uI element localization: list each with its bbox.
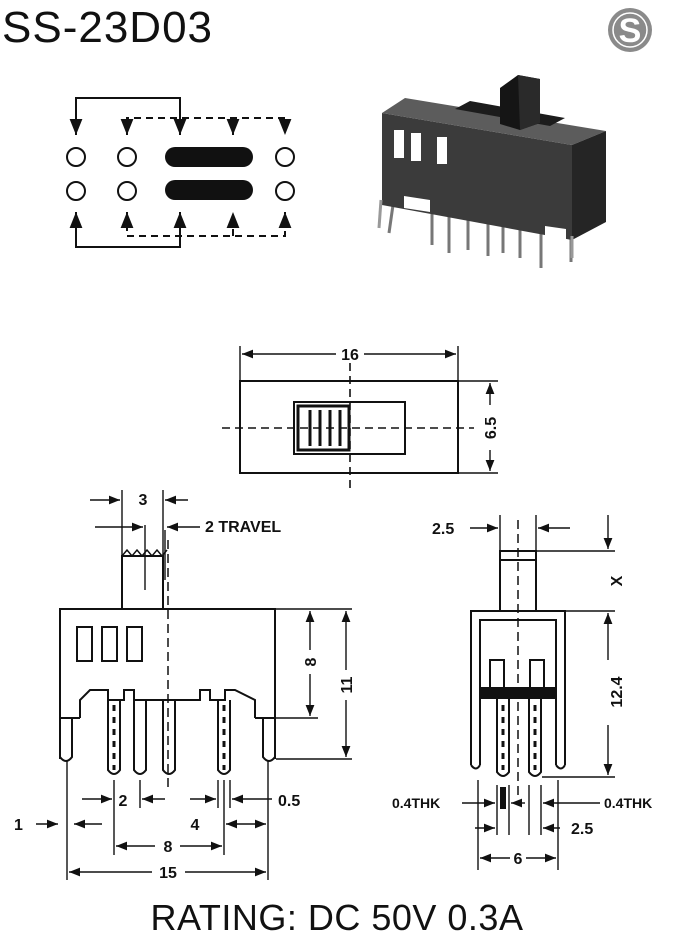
brand-logo: S xyxy=(608,8,652,52)
side-view-dimensions xyxy=(462,515,615,870)
rating-label: RATING: DC 50V 0.3A xyxy=(151,897,524,938)
front-view xyxy=(59,530,276,790)
model-title: SS-23D03 xyxy=(2,3,213,52)
pitch-outer-label: 4 xyxy=(191,817,200,834)
top-view: 16 6.5 xyxy=(222,346,500,490)
edge-offset-label: 1 xyxy=(14,817,23,834)
actuator-width-label: 3 xyxy=(139,492,148,509)
pin-thickness-marker xyxy=(500,787,506,809)
side-actuator-width-label: 2.5 xyxy=(432,521,454,538)
body-height-label: 8 xyxy=(303,657,320,666)
front-view-dimensions xyxy=(36,490,352,880)
side-pin-pitch-label: 2.5 xyxy=(571,821,593,838)
side-actuator-height-label: X xyxy=(609,575,626,586)
side-view xyxy=(470,520,566,800)
overall-width-label: 15 xyxy=(159,865,177,882)
pitch-inner-label: 8 xyxy=(164,839,173,856)
circuit-schematic xyxy=(66,97,295,248)
switch-3d-illustration xyxy=(377,75,606,268)
side-body-height-label: 12.4 xyxy=(609,676,626,707)
top-height-label: 6.5 xyxy=(483,417,500,439)
pin-thk-right-label: 0.4THK xyxy=(604,795,652,811)
side-width-label: 6 xyxy=(514,851,523,868)
pitch-small-label: 2 xyxy=(119,793,128,810)
pin-thk-left-label: 0.4THK xyxy=(392,795,440,811)
travel-label: 2 TRAVEL xyxy=(205,519,281,536)
contact-bars xyxy=(165,147,253,200)
top-width-label: 16 xyxy=(341,347,359,364)
overall-height-label: 11 xyxy=(339,676,356,693)
pin-thickness-label: 0.5 xyxy=(278,793,300,810)
svg-text:S: S xyxy=(619,12,642,50)
